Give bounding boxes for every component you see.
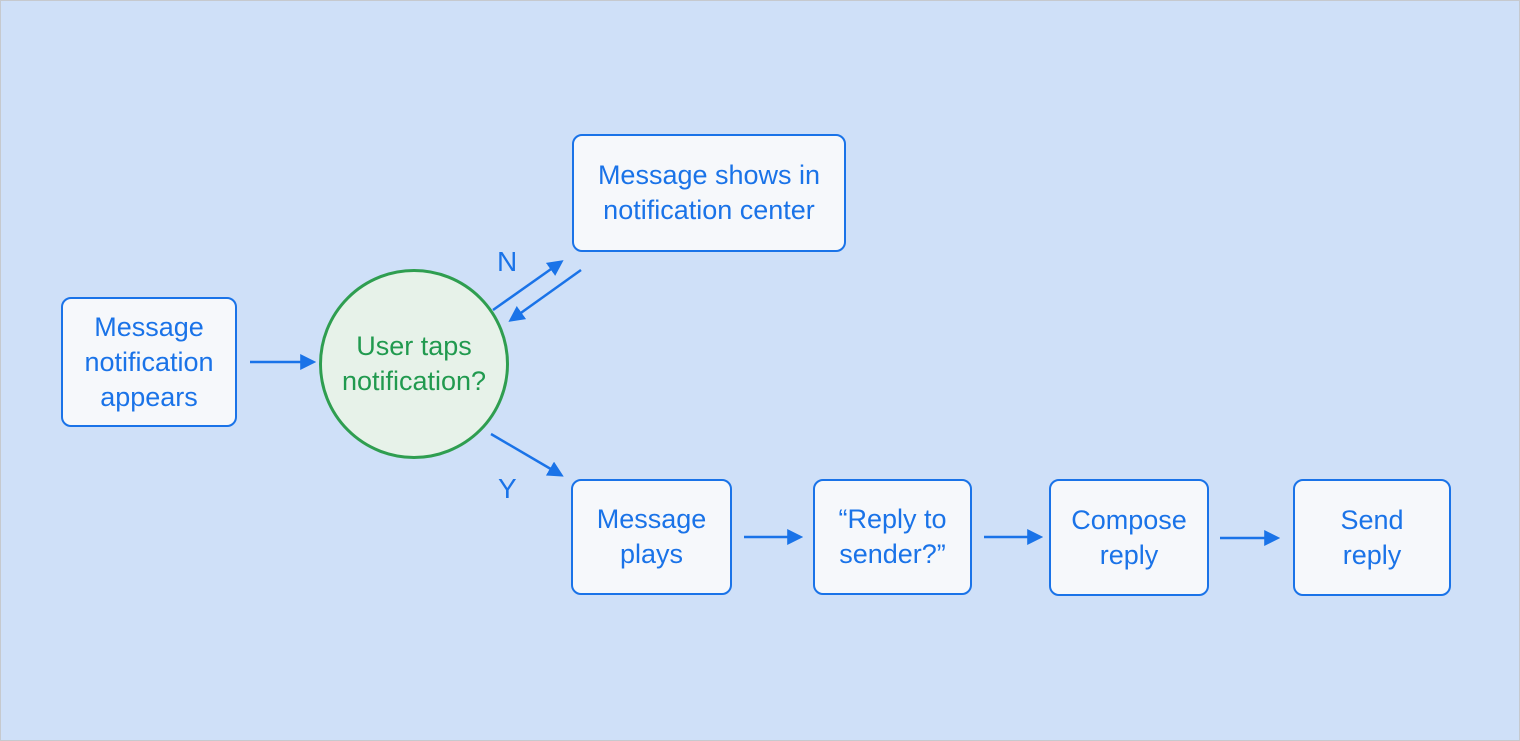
edge-label-no: N	[497, 246, 518, 277]
node-reply-to-sender: “Reply to sender?”	[813, 479, 972, 595]
node-compose-reply: Compose reply	[1049, 479, 1209, 596]
node-message-plays: Message plays	[571, 479, 732, 595]
decision-user-taps-notification: User taps notification?	[319, 269, 509, 459]
node-message-shows-in-notification-center: Message shows in notification center	[572, 134, 846, 252]
arrow-notification-center-to-decision	[508, 268, 582, 322]
arrow-decision-to-message-plays	[490, 432, 564, 477]
node-message-notification-appears: Message notification appears	[61, 297, 237, 427]
edge-label-yes: Y	[498, 473, 517, 504]
node-send-reply: Send reply	[1293, 479, 1451, 596]
